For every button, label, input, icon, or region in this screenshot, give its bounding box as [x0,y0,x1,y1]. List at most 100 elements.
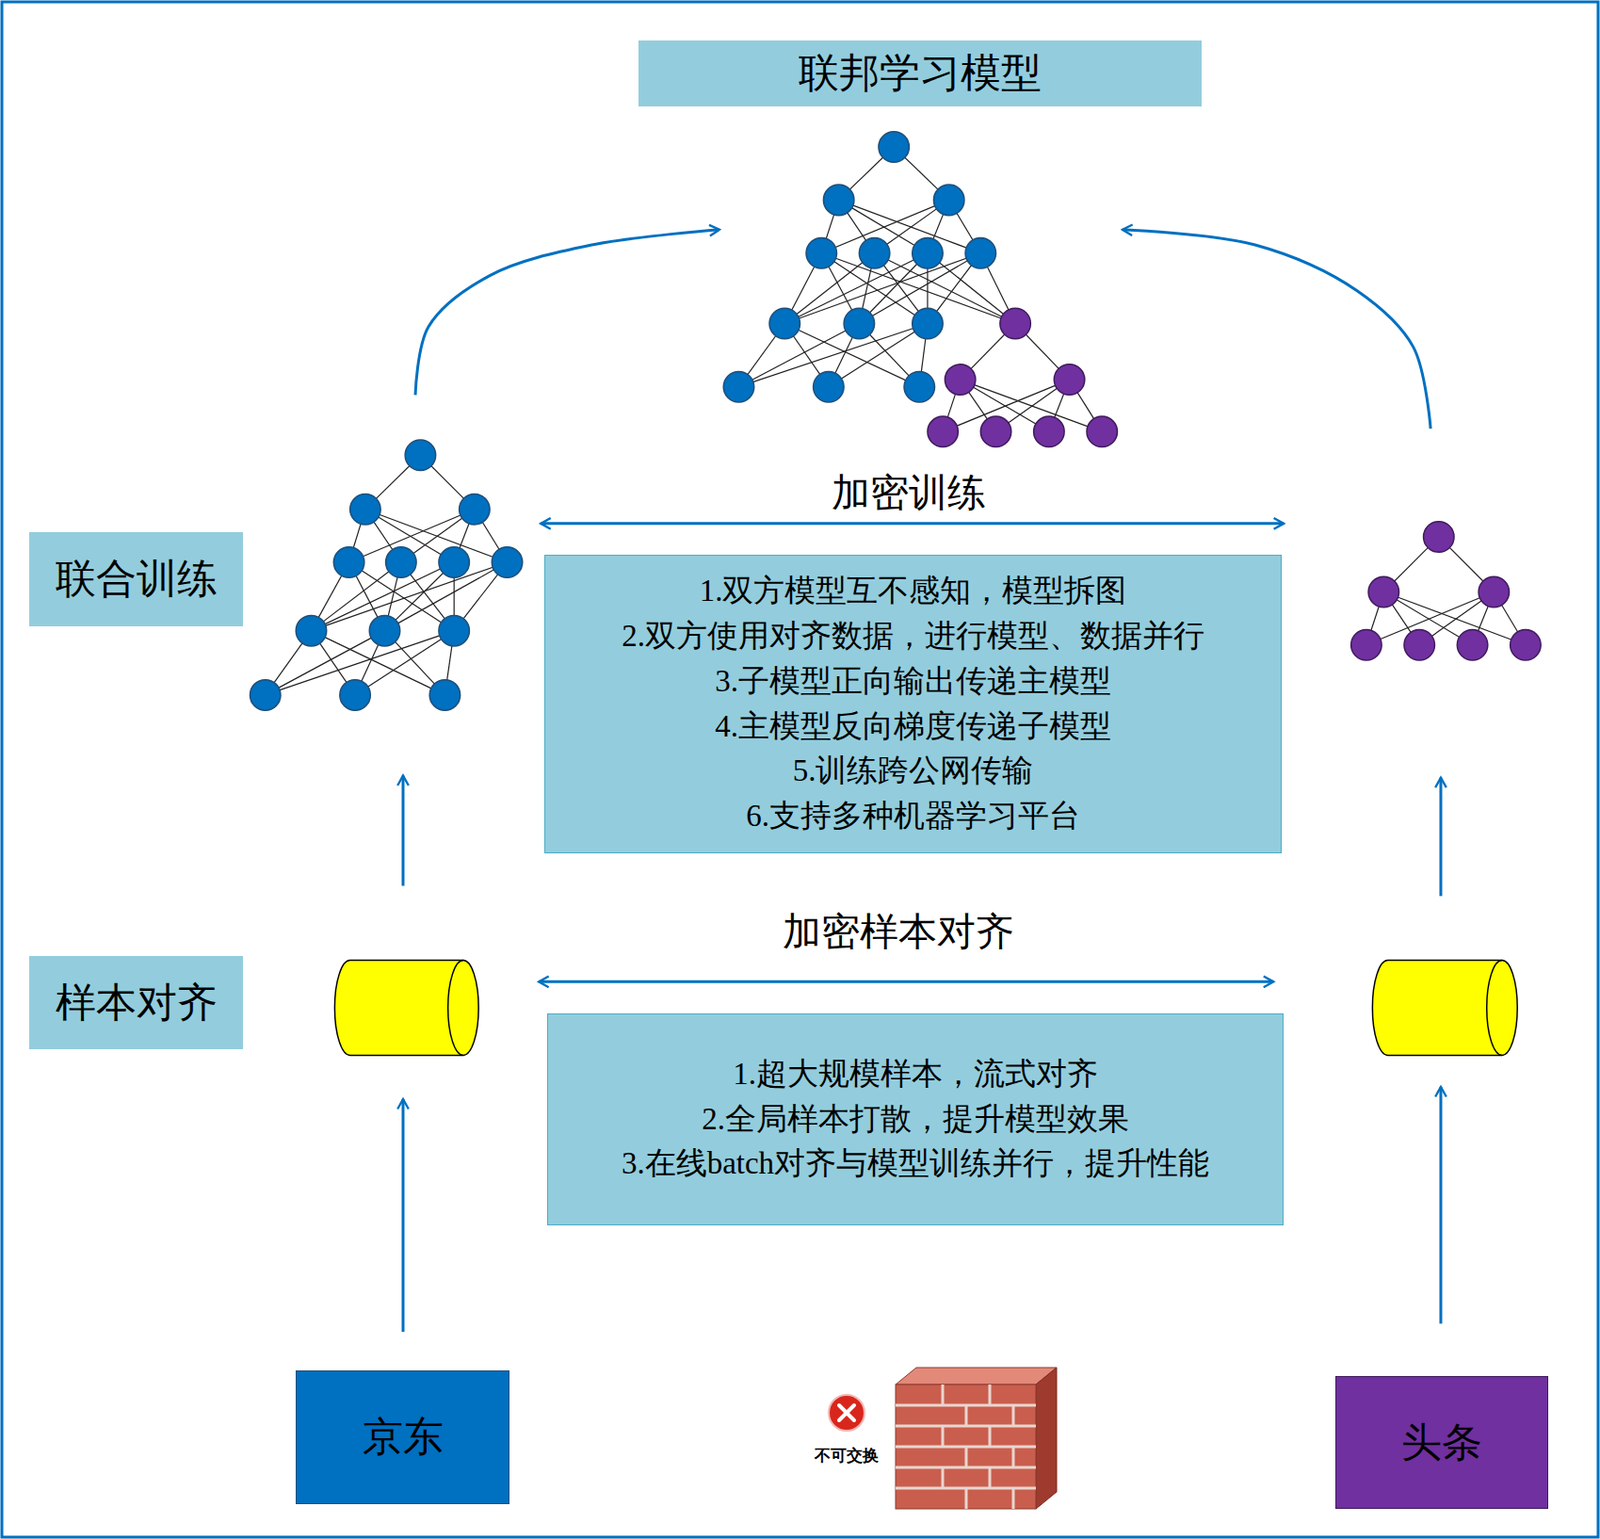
net-neuron [843,307,875,340]
wall-mortar [965,1446,969,1468]
net-neuron [933,184,965,216]
icon-caption: 不可交换 [814,1444,879,1467]
wall-mortar [1012,1446,1016,1468]
wall-mortar [988,1384,992,1406]
wall-mortar [895,1424,1036,1428]
net-neuron [1086,416,1118,448]
box-text: 4.主模型反向梯度传递子模型 [714,704,1112,750]
wall-mortar [988,1425,992,1447]
box-text: 3.在线batch对齐与模型训练并行，提升性能 [621,1141,1210,1187]
party-box: 头条 [1335,1375,1549,1509]
net-neuron [295,614,327,647]
net-neuron [927,416,959,448]
flow-arrow [540,521,1284,525]
title-box: 联邦学习模型 [638,40,1202,107]
wall-top [895,1367,1057,1385]
wall-mortar [988,1467,992,1488]
channel-label: 加密训练 [831,467,986,519]
net-neuron [723,371,755,403]
box-text: 2.全局样本打散，提升模型效果 [701,1097,1130,1143]
net-neuron [912,237,944,269]
net-neuron [813,371,845,403]
net-neuron [386,547,418,579]
net-neuron [878,131,910,163]
net-neuron [1510,630,1542,662]
net-neuron [491,547,523,579]
box-text: 2.双方使用对齐数据，进行模型、数据并行 [621,614,1205,660]
deny-cross [839,1405,855,1421]
wall-side [1035,1367,1057,1509]
cylinder-end [1486,960,1503,1056]
flow-arrow [1122,229,1431,429]
deny-icon [828,1394,865,1431]
neural-net [249,439,522,711]
net-neuron [350,493,382,525]
net-neuron [1478,576,1510,608]
net-neuron [404,439,437,471]
neural-net [723,131,1117,448]
wall-mortar [965,1405,969,1426]
box-text: 1.超大规模样本，流式对齐 [732,1051,1099,1098]
neural-nets [249,131,1541,711]
box-text: 5.训练跨公网传输 [792,748,1035,794]
net-neuron [980,416,1012,448]
net-neuron [438,614,470,647]
notes-box: 1.超大规模样本，流式对齐2.全局样本打散，提升模型效果3.在线batch对齐与… [547,1013,1284,1226]
net-neuron [806,237,838,269]
wall-mortar [1012,1487,1016,1509]
wall-mortar [895,1466,1036,1470]
net-neuron [249,679,281,712]
flow-arrows [403,229,1441,1332]
wall-mortar [941,1425,945,1447]
net-neuron [1034,416,1066,448]
box-text: 联合训练 [55,554,218,604]
net-neuron [1053,364,1085,396]
flow-arrow [1438,777,1442,897]
net-neuron [1423,521,1455,553]
channel-label: 加密样本对齐 [782,905,1015,958]
wall-front [895,1384,1036,1509]
flow-arrow [415,229,720,396]
cylinder-end [448,960,464,1056]
net-neuron [858,237,890,269]
net-neuron [965,237,997,269]
notes-box: 1.双方模型互不感知，模型拆图2.双方使用对齐数据，进行模型、数据并行3.子模型… [544,554,1282,854]
net-neuron [823,184,855,216]
cylinder-body [334,960,479,1056]
flow-arrow [538,980,1274,984]
net-neuron [369,614,401,647]
net-neuron [1456,630,1488,662]
net-neuron [904,371,936,403]
box-text: 头条 [1401,1418,1483,1468]
neural-net [1351,521,1542,661]
stage-label: 联合训练 [29,532,243,627]
box-text: 3.子模型正向输出传递主模型 [714,659,1112,705]
flow-arrow [1438,1086,1442,1324]
net-neuron [769,307,801,340]
party-box: 京东 [295,1370,510,1504]
firewall-icon [828,1367,1057,1509]
net-neuron [339,679,372,712]
net-neuron [459,493,491,525]
box-text: 6.支持多种机器学习平台 [745,793,1081,840]
net-neuron [429,679,461,712]
flow-arrow [402,775,405,886]
net-neuron [333,547,365,579]
stage-label: 样本对齐 [29,955,243,1050]
net-neuron [1000,307,1032,340]
box-text: 京东 [362,1412,444,1462]
net-neuron [438,547,470,579]
box-text: 1.双方模型互不感知，模型拆图 [699,568,1128,615]
wall-mortar [941,1384,945,1406]
wall-mortar [965,1487,969,1509]
box-text: 联邦学习模型 [798,48,1042,98]
net-neuron [1404,630,1436,662]
flow-arrow [402,1098,405,1332]
wall-mortar [941,1467,945,1488]
net-link [874,253,1017,324]
net-neuron [1368,576,1400,608]
net-neuron [944,364,976,396]
net-neuron [1351,630,1383,662]
